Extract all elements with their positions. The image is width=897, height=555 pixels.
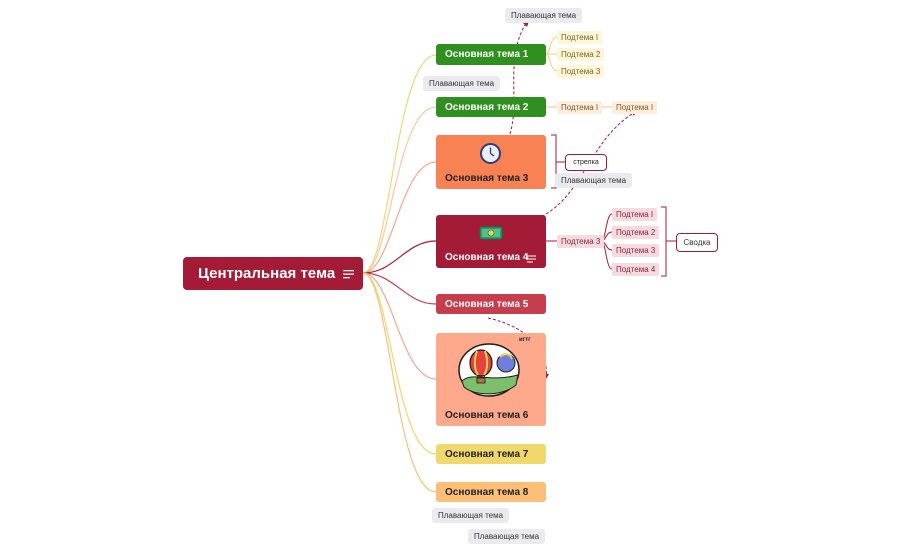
subtopic-1-3[interactable]: Подтема 3	[557, 65, 605, 78]
main-topic-8-label: Основная тема 8	[445, 486, 529, 498]
subtopic-4-3-3[interactable]: Подтема 3	[612, 244, 660, 257]
relationship-label: игтг	[519, 337, 531, 343]
central-topic[interactable]: Центральная тема	[183, 257, 363, 290]
main-topic-5-label: Основная тема 5	[445, 298, 529, 310]
subtopic-2-1[interactable]: Подтема I	[557, 101, 603, 114]
main-topic-2-label: Основная тема 2	[445, 101, 529, 113]
subtopic-1-2[interactable]: Подтема 2	[557, 48, 605, 61]
main-topic-1-label: Основная тема 1	[445, 49, 529, 60]
summary-node[interactable]: Сводка	[676, 233, 718, 252]
floating-topic-5[interactable]: Плавающая тема	[468, 529, 546, 544]
callout-node[interactable]: стрелка	[565, 154, 607, 171]
main-topic-7[interactable]: Основная тема 7	[436, 444, 546, 464]
main-topic-3-label: Основная тема 3	[445, 173, 529, 184]
main-topic-4-label: Основная тема 4	[445, 252, 529, 263]
floating-topic-1[interactable]: Плавающая тема	[505, 8, 583, 23]
subtopic-4-3-4[interactable]: Подтема 4	[612, 263, 660, 276]
subtopic-2-1-1[interactable]: Подтема I	[612, 101, 658, 114]
central-topic-label: Центральная тема	[198, 265, 336, 282]
hot-air-balloon-icon	[458, 343, 520, 397]
money-icon	[479, 226, 503, 240]
main-topic-8[interactable]: Основная тема 8	[436, 482, 546, 502]
notes-lines-icon	[343, 269, 355, 278]
floating-topic-3[interactable]: Плавающая тема	[555, 173, 633, 188]
subtopic-4-3-1[interactable]: Подтема I	[612, 208, 658, 221]
notes-lines-icon	[527, 255, 536, 263]
floating-topic-4[interactable]: Плавающая тема	[432, 508, 510, 523]
clock-icon	[480, 143, 501, 164]
subtopic-1-1[interactable]: Подтема I	[557, 31, 603, 44]
main-topic-5[interactable]: Основная тема 5	[436, 294, 546, 314]
floating-topic-2[interactable]: Плавающая тема	[423, 76, 501, 91]
main-topic-1[interactable]: Основная тема 1	[436, 44, 546, 65]
main-topic-2[interactable]: Основная тема 2	[436, 97, 546, 117]
subtopic-4-3[interactable]: Подтема 3	[557, 235, 605, 248]
main-topic-7-label: Основная тема 7	[445, 448, 529, 460]
main-topic-6-label: Основная тема 6	[445, 410, 529, 421]
subtopic-4-3-2[interactable]: Подтема 2	[612, 226, 660, 239]
